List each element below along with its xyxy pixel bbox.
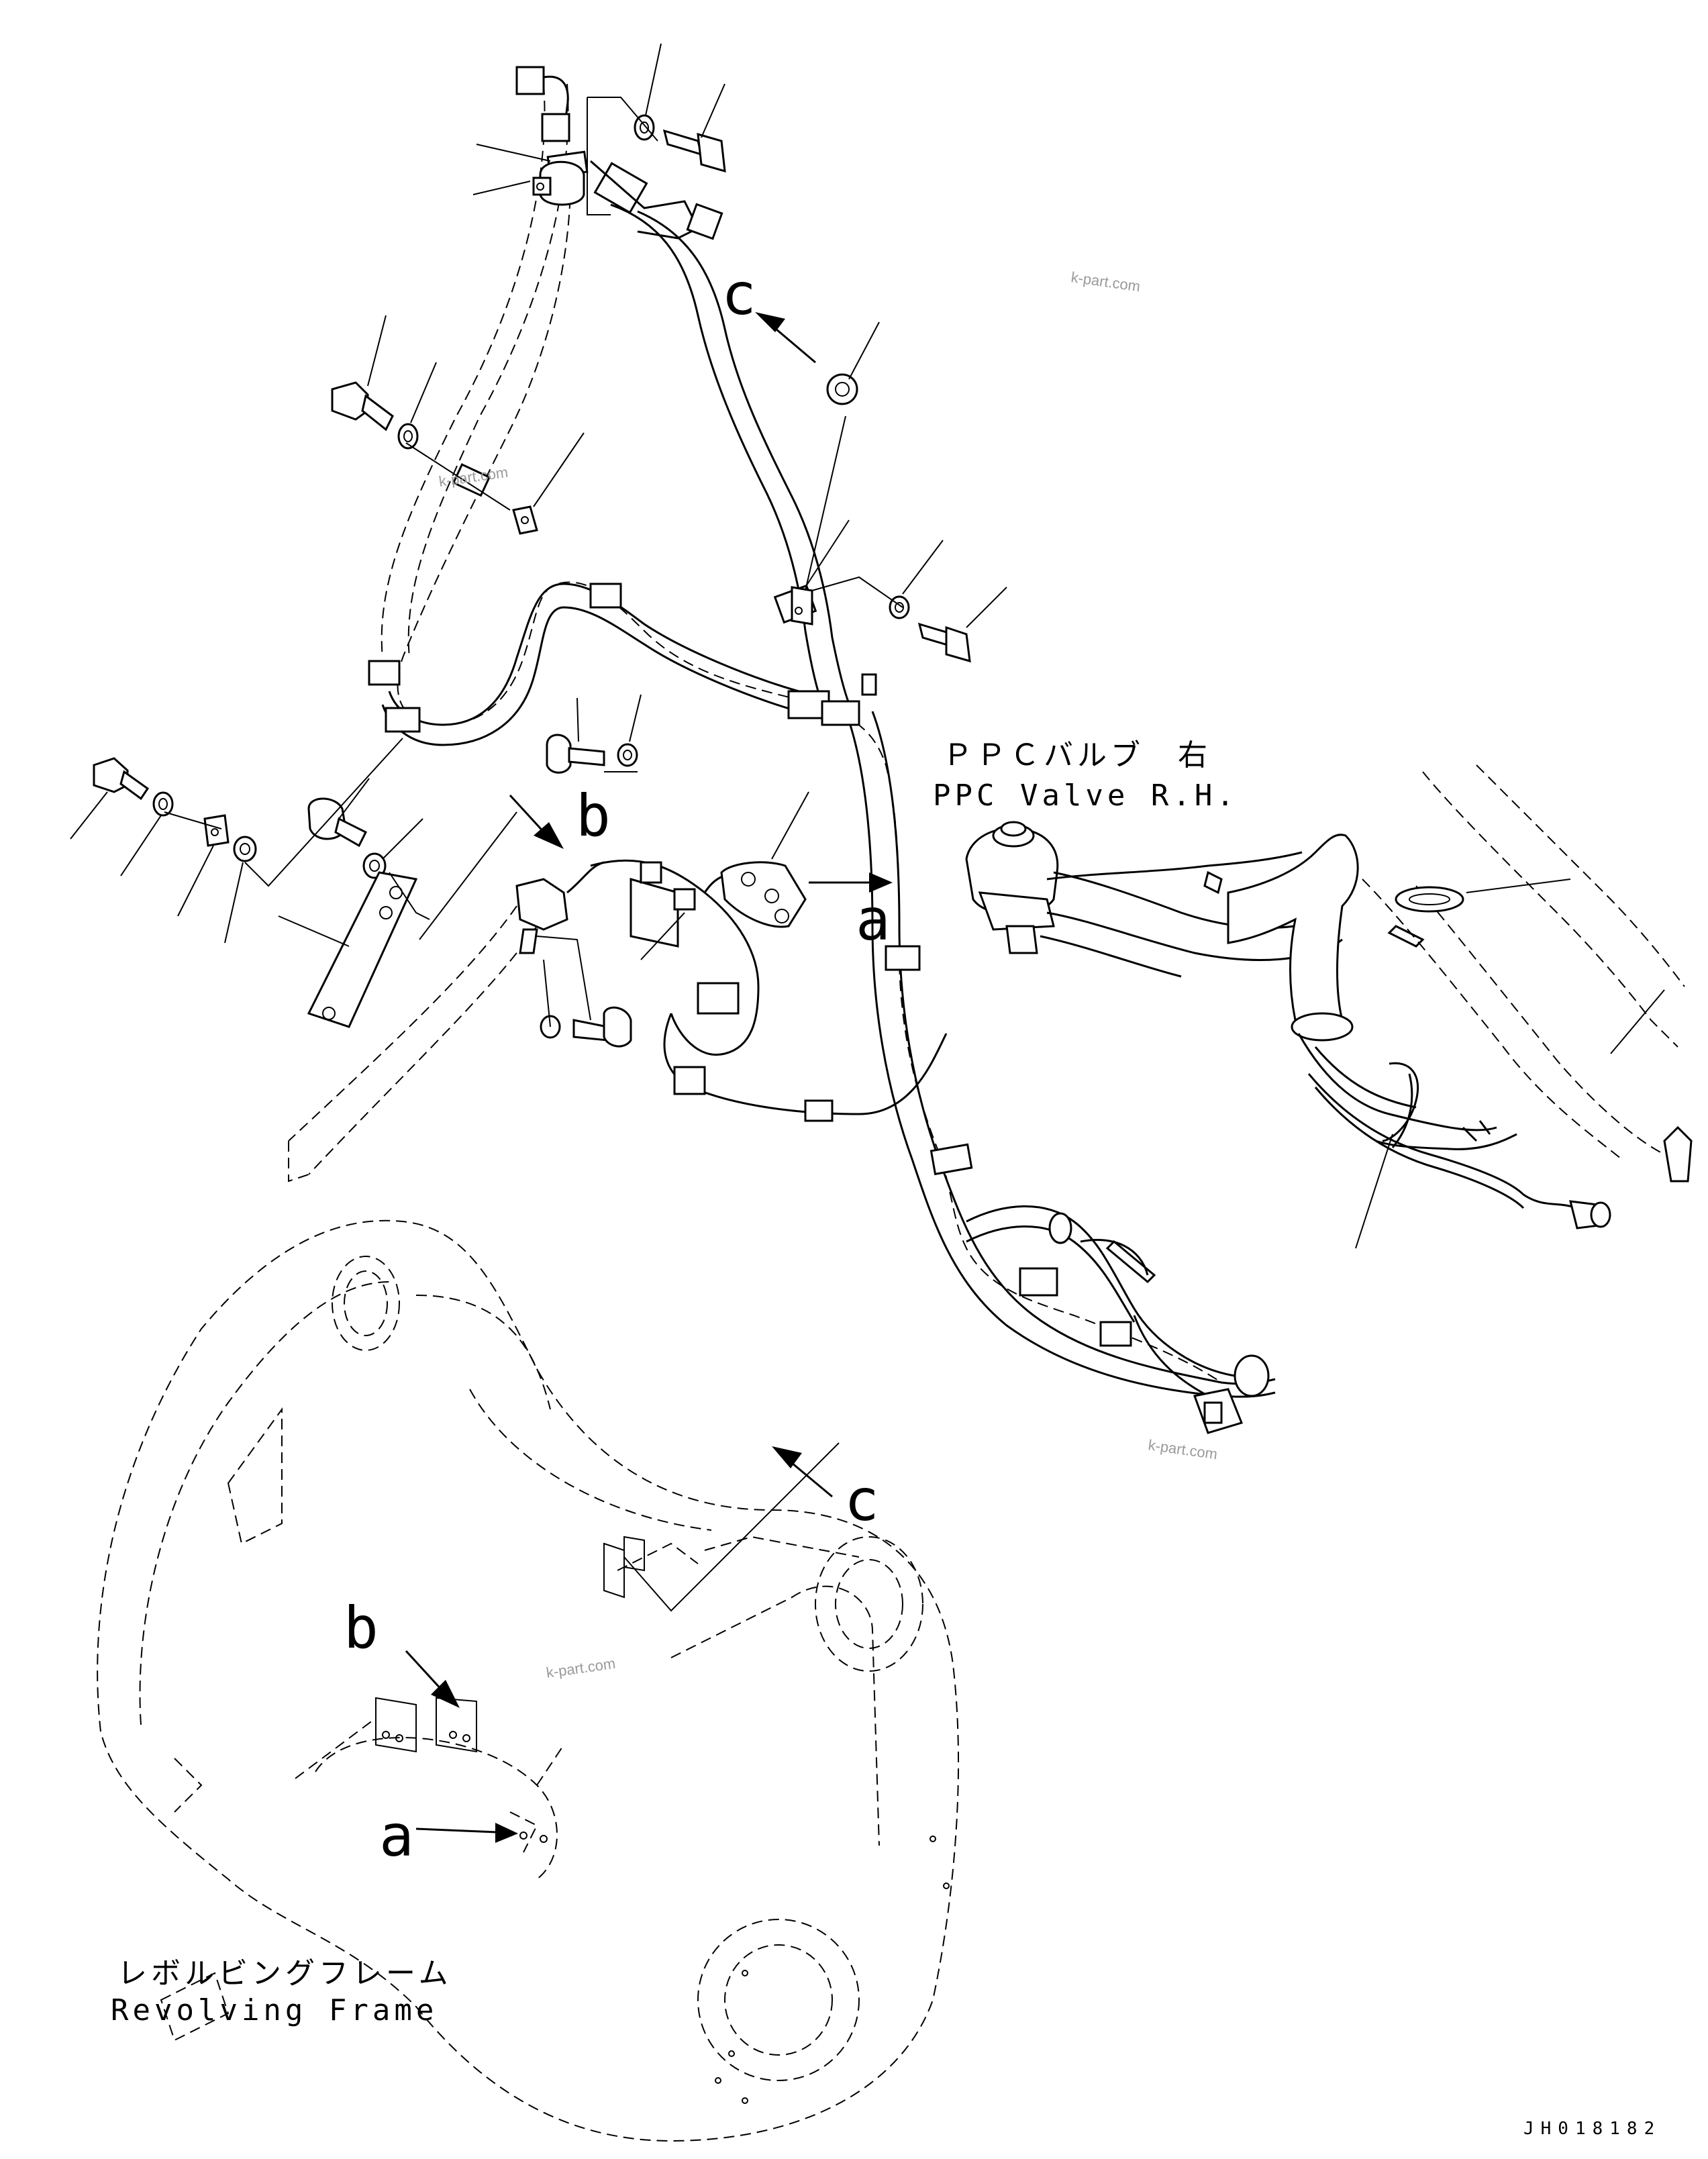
harness-end-connectors (1193, 1354, 1270, 1434)
callout-a-top: a (856, 887, 891, 954)
ppc-valve-label-jp: ＰＰＣバルブ 右 (943, 738, 1211, 772)
part-labels: ＰＰＣバルブ 右 PPC Valve R.H. レボルビングフレーム Revol… (111, 738, 1238, 2027)
wire-harness (381, 181, 1276, 1404)
revolving-frame (97, 1219, 960, 2142)
callout-a-frame: a (379, 1803, 414, 1870)
hardware-top (331, 114, 971, 696)
hardware-left (93, 734, 807, 1095)
watermarks: k-part.com k-part.com k-part.com k-part.… (438, 268, 1218, 1681)
callout-c-frame: c (844, 1467, 879, 1534)
harness-clips (368, 463, 1156, 1347)
leader-lines (70, 43, 1665, 1612)
ppc-valve-label-en: PPC Valve R.H. (933, 779, 1238, 813)
revolving-frame-label-en: Revolving Frame (111, 1993, 438, 2027)
watermark: k-part.com (1070, 268, 1141, 295)
watermark: k-part.com (545, 1655, 616, 1681)
drawing-number: JH018182 (1523, 2119, 1661, 2139)
callout-b-top: b (576, 783, 611, 850)
callout-letters: c b a c b a (344, 261, 891, 1870)
watermark: k-part.com (1147, 1436, 1218, 1462)
arrows (405, 312, 893, 1843)
callout-c-top: c (721, 261, 756, 328)
top-connector (515, 66, 723, 240)
callout-b-frame: b (344, 1595, 379, 1662)
ppc-valve (965, 764, 1693, 1229)
revolving-frame-label-jp: レボルビングフレーム (117, 1956, 452, 1991)
